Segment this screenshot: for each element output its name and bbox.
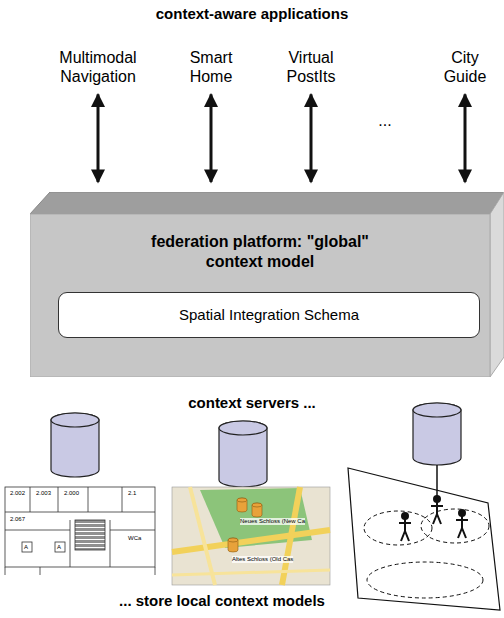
application-node: Smart Home (178, 48, 244, 86)
room-number: 2.000 (64, 490, 79, 497)
application-node: Multimodal Navigation (46, 48, 150, 86)
double-arrow (97, 94, 100, 182)
floor-plan (5, 487, 155, 575)
double-arrow (310, 94, 313, 182)
room-number: 2.067 (10, 516, 25, 523)
room-number: 2.1 (128, 490, 136, 497)
diagram-title: context-aware applications (156, 5, 349, 22)
section-label: context servers ... (188, 394, 316, 411)
double-arrow (210, 94, 213, 182)
map-place-name: Neues Schloss (New Ca (240, 518, 305, 525)
application-node: Virtual PostIts (270, 48, 352, 86)
room-marker: A (24, 544, 28, 551)
city-map (172, 487, 330, 585)
room-number: 2.002 (10, 490, 25, 497)
ellipsis: ... (378, 112, 391, 130)
application-node: City Guide (432, 48, 498, 86)
server-cylinder (51, 413, 99, 477)
map-place-name: Altes Schloss (Old Cas (232, 556, 293, 563)
application-name: Smart Home (178, 48, 244, 86)
platform-top (30, 192, 504, 214)
server-cylinder (413, 403, 461, 465)
room-number: 2.003 (36, 490, 51, 497)
application-name: Multimodal Navigation (46, 48, 150, 86)
application-name: Virtual PostIts (270, 48, 352, 86)
application-name: City Guide (432, 48, 498, 86)
room-marker: A (57, 544, 61, 551)
schema-box: Spatial Integration Schema (58, 292, 480, 338)
platform-front (30, 214, 490, 377)
room-number: WCa (128, 535, 141, 542)
section-label: ... store local context models (119, 592, 325, 609)
platform-shape (30, 192, 504, 377)
schema-name: Spatial Integration Schema (59, 293, 479, 337)
platform-box: federation platform: "global" context mo… (30, 192, 504, 377)
platform-side (490, 192, 504, 377)
location-sketch (348, 465, 500, 610)
platform-title: federation platform: "global" context mo… (150, 232, 370, 272)
double-arrow (464, 94, 467, 182)
server-cylinder (219, 421, 267, 487)
